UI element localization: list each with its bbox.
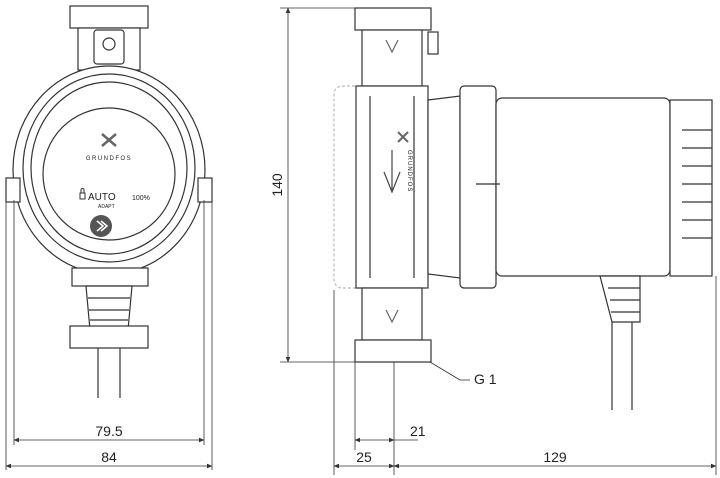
percent-label: 100% <box>132 195 150 202</box>
mode-button <box>90 215 112 237</box>
side-top-tab <box>427 31 439 55</box>
dim-width-inner: 79.5 <box>95 423 122 439</box>
side-top-connector <box>354 7 432 31</box>
dim-connection-width: 21 <box>410 423 426 439</box>
thread-callout <box>429 361 470 381</box>
motor-end-cap <box>669 99 713 277</box>
faceplate-content: GRUNDFOS AUTO ADAPT 100% <box>79 133 150 237</box>
flow-arrow-top-icon <box>385 39 399 54</box>
right-lug <box>197 177 213 203</box>
faceplate <box>42 107 176 241</box>
grundfos-logo-icon <box>101 133 117 147</box>
dim-width-outer: 84 <box>101 449 117 465</box>
cable-gland <box>85 285 133 331</box>
bottom-clamp <box>71 267 149 287</box>
side-bottom-pipe <box>361 287 423 341</box>
dim-body-length: 129 <box>543 449 567 465</box>
front-view <box>5 5 213 398</box>
mode-sublabel: ADAPT <box>98 204 115 210</box>
side-bottom-connector <box>354 339 432 363</box>
left-lug <box>5 177 21 203</box>
flow-arrow-bottom-icon <box>385 309 399 324</box>
thread-label: G 1 <box>474 371 497 387</box>
bottom-connector <box>69 325 149 349</box>
motor-flange <box>427 95 461 279</box>
side-bottom-dimensions <box>333 276 717 475</box>
side-view <box>333 7 713 410</box>
dim-height: 140 <box>269 173 285 197</box>
flow-direction-arrow-icon <box>383 150 401 194</box>
side-cable-gland <box>599 275 641 323</box>
mode-label: AUTO <box>88 192 116 203</box>
side-brand-text: GRUNDFOS <box>406 150 412 192</box>
height-dimension <box>280 7 355 363</box>
double-chevron-right-icon <box>96 220 109 232</box>
motor-body <box>495 97 671 277</box>
side-top-pipe <box>361 29 423 87</box>
lock-icon <box>79 188 86 200</box>
dim-connection-offset: 25 <box>356 449 372 465</box>
front-dimensions <box>5 200 213 470</box>
top-connector <box>69 5 149 29</box>
front-brand-text: GRUNDFOS <box>86 156 132 162</box>
side-grundfos-logo-icon <box>397 131 409 143</box>
motor-collar <box>459 85 497 289</box>
top-screw <box>102 37 116 51</box>
